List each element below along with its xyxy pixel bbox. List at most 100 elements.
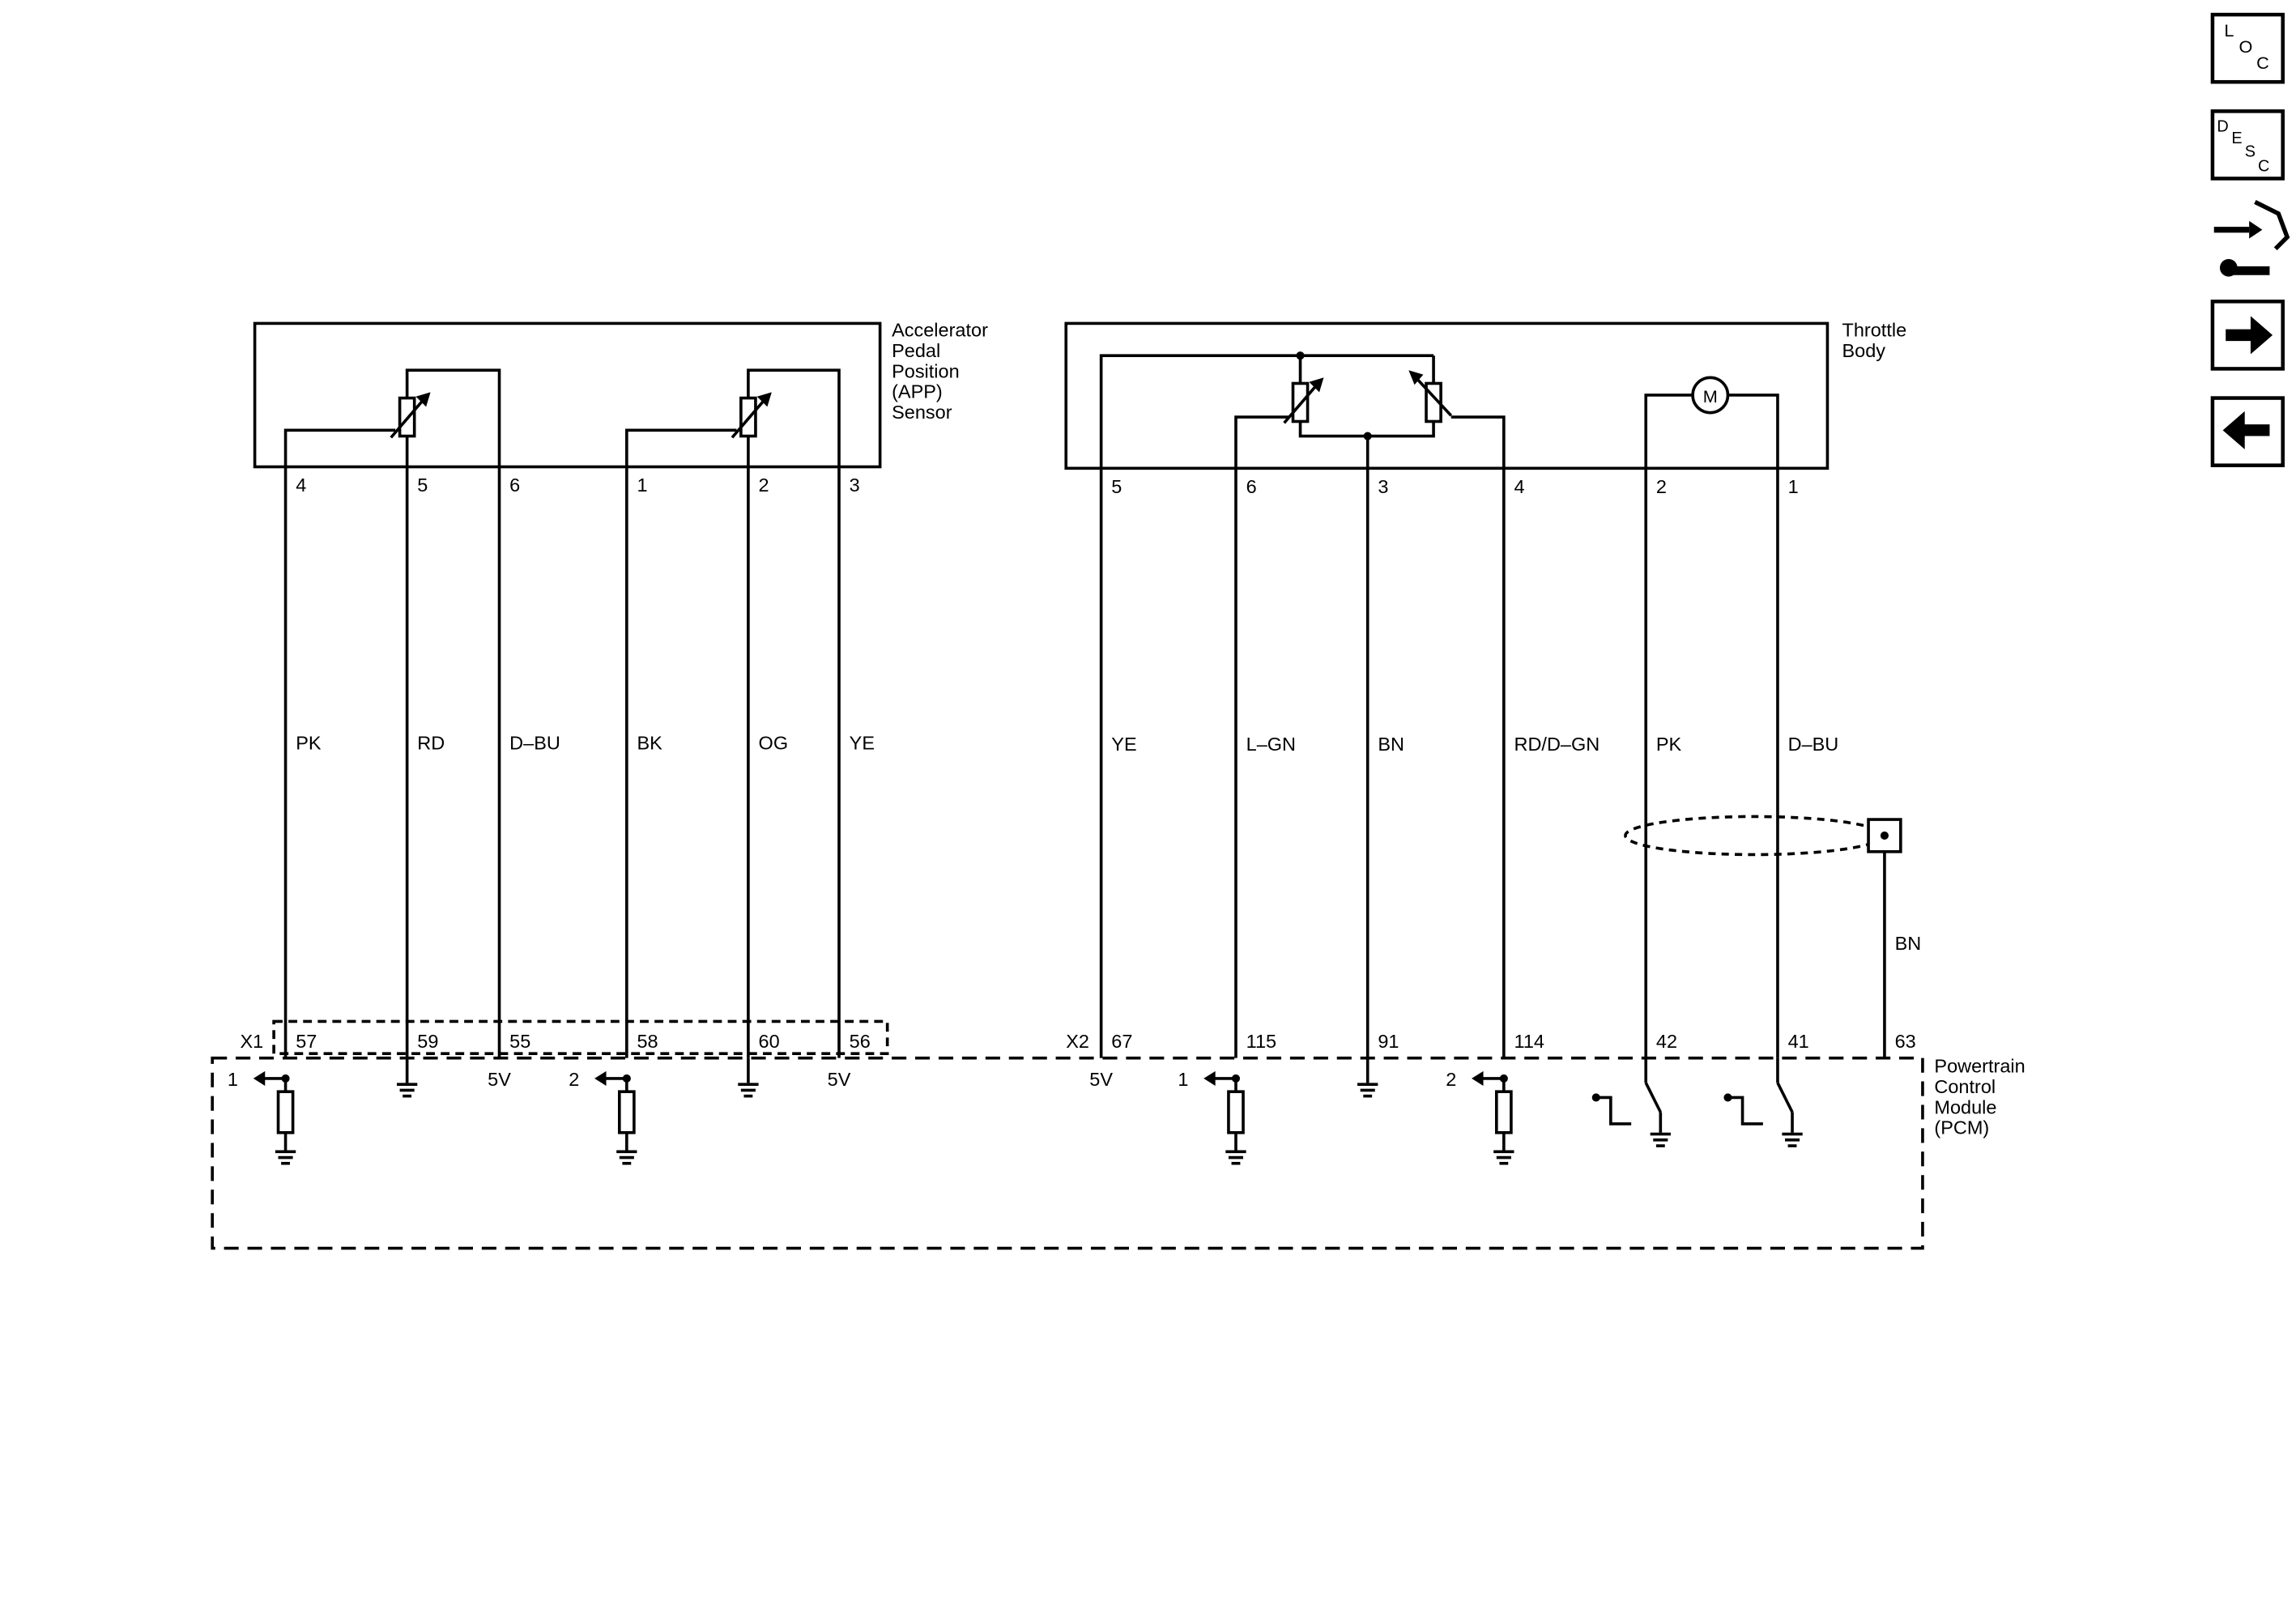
- splice-dot: [1591, 1093, 1600, 1102]
- pcm-pin-number: 91: [1378, 1031, 1399, 1052]
- wire-color-label: D–BU: [509, 732, 560, 753]
- location-icon: O: [2238, 36, 2252, 57]
- pcm-pin-number: 63: [1895, 1031, 1916, 1052]
- app-sensor-title: Pedal: [892, 340, 940, 361]
- app-sensor-box: [253, 321, 882, 469]
- pcm-pin-number: 58: [637, 1031, 658, 1052]
- app-sensor-pin-number: 5: [417, 474, 428, 496]
- throttle-body-title: Throttle: [1842, 320, 1907, 341]
- driver-control-line: [1727, 1096, 1763, 1126]
- app-sensor-title: Accelerator: [892, 320, 988, 341]
- wire-color-label: YE: [850, 732, 875, 753]
- desc-button[interactable]: [2210, 109, 2285, 181]
- app-sensor2-signal-path: [625, 428, 737, 467]
- driver-control-line: [1595, 1096, 1632, 1126]
- arrow-right-icon: [2226, 316, 2273, 355]
- app-sensor2-ref-path: [747, 368, 841, 467]
- pcm-pin-number: 114: [1514, 1031, 1544, 1052]
- app-sensor-pin-number: 2: [759, 474, 769, 496]
- pcm-title: (PCM): [1934, 1117, 1989, 1138]
- location-icon: C: [2256, 53, 2269, 73]
- pcm-pin-number: 56: [850, 1031, 871, 1052]
- connector-x1-outline: [272, 1019, 889, 1056]
- signal-number: 1: [228, 1069, 238, 1090]
- pcm-box: [211, 1056, 1924, 1250]
- shield-ellipse: [1624, 815, 1885, 857]
- arrow-left-icon: [2222, 411, 2270, 449]
- app-sensor-pin-number: 6: [509, 474, 520, 496]
- throttle-tps1-signal: [1234, 415, 1289, 469]
- app-sensor1-ref-path: [405, 368, 501, 467]
- wire-color-label: OG: [759, 732, 789, 753]
- throttle-pin-number: 6: [1246, 476, 1257, 497]
- connector-wrench-icon: [2219, 258, 2238, 277]
- wire-color-label: D–BU: [1788, 734, 1839, 755]
- driver-switch-contact: [1776, 1082, 1794, 1113]
- wire-color-label: L–GN: [1246, 734, 1296, 755]
- app-sensor1-signal-path: [283, 428, 396, 467]
- throttle-ref-path: [1099, 354, 1434, 469]
- arrow-head-icon: [1309, 377, 1324, 393]
- wire-color-label: YE: [1111, 734, 1136, 755]
- splice-dot: [1723, 1093, 1732, 1102]
- pcm-title: Powertrain: [1934, 1056, 2025, 1077]
- description-icon: C: [2258, 157, 2269, 175]
- pulldown-resistor: [276, 1090, 295, 1134]
- connector-wrench-icon: [2254, 199, 2290, 251]
- driver-switch-contact: [1644, 1082, 1662, 1113]
- description-icon: E: [2231, 130, 2242, 147]
- wire-color-label: BN: [1895, 933, 1922, 954]
- app-sensor-title: (APP): [892, 381, 943, 402]
- arrow-head-icon: [756, 392, 772, 407]
- pcm-pin-number: 42: [1656, 1031, 1677, 1052]
- pcm-pin-number: 60: [759, 1031, 780, 1052]
- pcm-pin-number: 59: [417, 1031, 438, 1052]
- app-sensor-pin-number: 1: [637, 474, 647, 496]
- wire-color-label: PK: [1656, 734, 1682, 755]
- supply-label: 5V: [1089, 1069, 1113, 1090]
- arrow-head-icon: [1203, 1070, 1216, 1086]
- pcm-title: Module: [1934, 1096, 1996, 1117]
- resistor-wiper: [731, 395, 769, 439]
- signal-number: 2: [1446, 1069, 1456, 1090]
- connector-id: X1: [241, 1031, 264, 1052]
- throttle-pin-number: 3: [1378, 476, 1388, 497]
- pulldown-resistor: [1495, 1090, 1513, 1134]
- resistor-wiper: [1412, 373, 1453, 417]
- app-sensor-pin-number: 3: [850, 474, 860, 496]
- motor-lead-path: [1727, 394, 1779, 469]
- pcm-pin-number: 55: [509, 1031, 530, 1052]
- motor-lead-path: [1644, 394, 1693, 469]
- resistor-wiper: [390, 395, 428, 439]
- throttle-pin-number: 2: [1656, 476, 1667, 497]
- app-sensor-title: Sensor: [892, 402, 952, 423]
- description-icon: D: [2217, 118, 2228, 136]
- location-icon: L: [2224, 20, 2234, 40]
- throttle-body-title: Body: [1842, 340, 1886, 361]
- pcm-pin-number: 41: [1788, 1031, 1809, 1052]
- connector-wrench-icon: [2249, 220, 2263, 239]
- resistor-wiper: [1283, 381, 1321, 424]
- pcm-pin-number: 57: [296, 1031, 317, 1052]
- arrow-head-icon: [594, 1070, 607, 1086]
- loc-button[interactable]: [2210, 12, 2285, 84]
- arrow-head-icon: [1472, 1070, 1484, 1086]
- throttle-pin-number: 4: [1514, 476, 1525, 497]
- throttle-pin-number: 5: [1111, 476, 1122, 497]
- pulldown-resistor: [617, 1090, 636, 1134]
- pulldown-resistor: [1227, 1090, 1245, 1134]
- wire-color-label: RD: [417, 732, 445, 753]
- signal-number: 2: [569, 1069, 579, 1090]
- arrow-head-icon: [1408, 370, 1424, 385]
- wire-color-label: BN: [1378, 734, 1404, 755]
- pcm-pin-number: 67: [1111, 1031, 1132, 1052]
- splice-dot: [1880, 831, 1889, 840]
- pcm-pin-number: 115: [1246, 1031, 1276, 1052]
- previous-button[interactable]: [2210, 396, 2285, 467]
- throttle-body-box: [1064, 321, 1830, 470]
- connector-id: X2: [1066, 1031, 1089, 1052]
- description-icon: S: [2245, 143, 2256, 160]
- arrow-head-icon: [415, 392, 431, 407]
- pcm-title: Control: [1934, 1076, 1996, 1097]
